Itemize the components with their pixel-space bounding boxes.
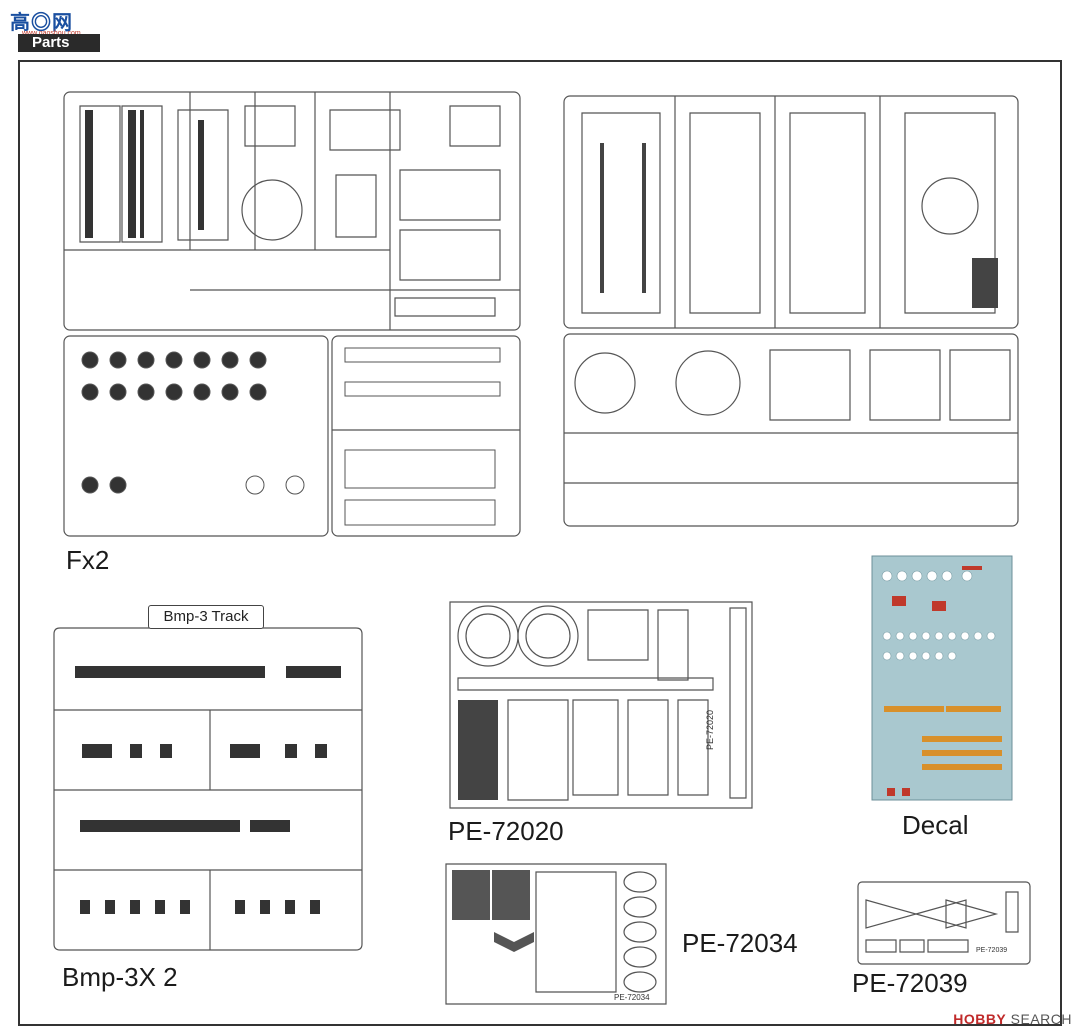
site-logo[interactable]: 高◎网	[10, 12, 73, 34]
site-logo-url: www.gaoshou.com	[22, 30, 81, 37]
hobby-search-watermark: HOBBY SEARCH	[953, 1011, 1072, 1027]
decal-sheet-drawing	[872, 556, 1012, 800]
section-tab-parts: Parts	[18, 34, 100, 52]
label-pe-72020: PE-72020	[448, 816, 564, 846]
watermark-rest: SEARCH	[1006, 1011, 1072, 1027]
sprue-f-drawing	[60, 80, 525, 540]
pe-72034-drawing: PE-72034	[444, 862, 668, 1006]
label-pe-72034: PE-72034	[682, 928, 798, 958]
parts-frame	[18, 60, 1062, 1026]
label-bmp: Bmp-3X 2	[62, 962, 178, 992]
label-pe-72039: PE-72039	[852, 968, 968, 998]
svg-text:PE-72034: PE-72034	[614, 993, 650, 1002]
sprue-track-drawing	[50, 618, 366, 953]
pe-72039-drawing: PE-72039	[856, 880, 1032, 966]
watermark-brand: HOBBY	[953, 1011, 1007, 1027]
svg-text:PE-72020: PE-72020	[705, 710, 715, 750]
label-decal: Decal	[902, 810, 969, 840]
track-sprue-title: Bmp-3 Track	[148, 605, 264, 629]
pe-72020-drawing: PE-72020	[448, 600, 754, 810]
label-fx2: Fx2	[66, 545, 110, 575]
svg-text:PE-72039: PE-72039	[976, 947, 1007, 954]
sprue-a-drawing	[560, 88, 1022, 538]
